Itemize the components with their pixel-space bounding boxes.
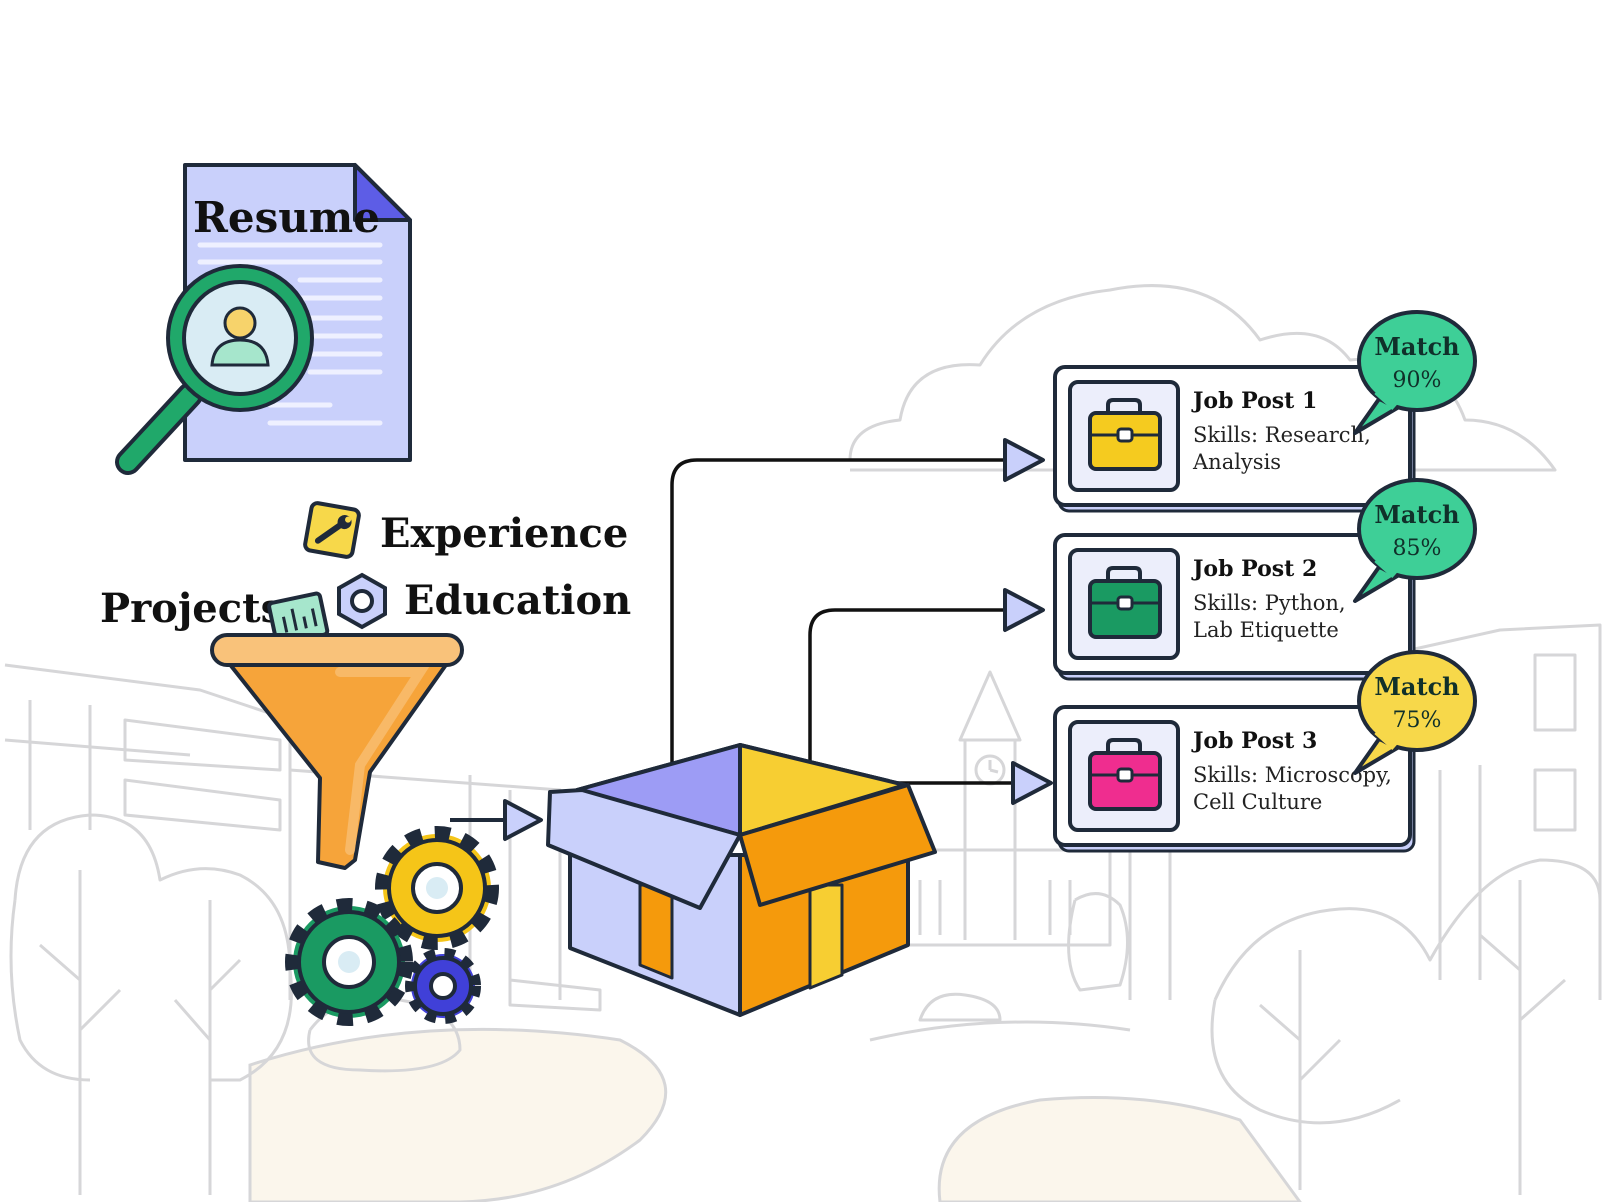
resume-title: Resume bbox=[193, 193, 380, 242]
wrench-icon bbox=[303, 501, 361, 559]
arrowhead-job-1 bbox=[1003, 438, 1045, 482]
yellow-gear-icon bbox=[375, 826, 499, 950]
match-percentage: 85% bbox=[1393, 536, 1442, 561]
match-bubble-1: Match 90% bbox=[1353, 310, 1477, 435]
education-input: Education bbox=[337, 572, 631, 630]
box-left-flap bbox=[546, 788, 742, 910]
blue-gear-icon bbox=[405, 948, 481, 1024]
gears-icon bbox=[285, 826, 499, 1026]
magnifying-glass-icon bbox=[115, 264, 314, 475]
person-head-icon bbox=[223, 306, 257, 340]
match-bubble-3: Match 75% bbox=[1353, 650, 1477, 775]
education-label: Education bbox=[404, 577, 631, 624]
match-bubble-2: Match 85% bbox=[1353, 478, 1477, 603]
experience-input: Experience bbox=[303, 501, 628, 559]
job-title: Job Post 1 bbox=[1191, 388, 1317, 414]
job-skills-line-1: Skills: Python, bbox=[1193, 591, 1346, 615]
match-percentage: 90% bbox=[1393, 368, 1442, 393]
filter-funnel-icon bbox=[210, 633, 464, 870]
arrow-to-box bbox=[450, 799, 543, 841]
job-skills-line-2: Cell Culture bbox=[1193, 790, 1322, 814]
briefcase-icon bbox=[1088, 566, 1162, 639]
job-title: Job Post 2 bbox=[1191, 556, 1317, 582]
person-body-icon bbox=[210, 338, 270, 367]
job-skills-line-1: Skills: Research, bbox=[1193, 423, 1371, 447]
box-right-flap bbox=[738, 783, 937, 907]
projects-input: Projects bbox=[100, 585, 330, 646]
job-post-card-1: Job Post 1 Skills: Research, Analysis Match… bbox=[1053, 310, 1477, 513]
arrowhead-job-2 bbox=[1003, 588, 1045, 632]
projects-label: Projects bbox=[100, 585, 283, 632]
arrowhead-job-3 bbox=[1011, 761, 1053, 805]
job-post-card-2: Job Post 2 Skills: Python, Lab Etiquette Ma… bbox=[1053, 478, 1477, 681]
connector-job-2 bbox=[808, 608, 1005, 825]
experience-label: Experience bbox=[380, 510, 628, 557]
match-label: Match bbox=[1374, 500, 1459, 529]
green-gear-icon bbox=[285, 898, 413, 1026]
job-skills-line-2: Lab Etiquette bbox=[1193, 618, 1339, 642]
job-title: Job Post 3 bbox=[1191, 728, 1317, 754]
open-box-icon bbox=[546, 743, 937, 1017]
connector-arrowheads bbox=[1003, 438, 1053, 805]
match-percentage: 75% bbox=[1393, 708, 1442, 733]
connector-job-1 bbox=[670, 458, 1005, 830]
resume-page-fold bbox=[353, 163, 412, 222]
job-skills-line-2: Analysis bbox=[1192, 450, 1281, 474]
match-label: Match bbox=[1374, 672, 1459, 701]
resume-text-lines bbox=[197, 242, 383, 426]
briefcase-icon bbox=[1088, 398, 1162, 471]
briefcase-icon bbox=[1088, 738, 1162, 811]
match-label: Match bbox=[1374, 332, 1459, 361]
